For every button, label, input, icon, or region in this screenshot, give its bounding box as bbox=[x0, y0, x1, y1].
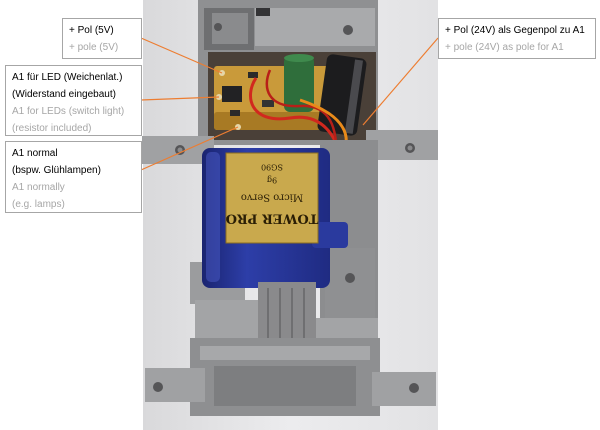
red-wire-2 bbox=[265, 69, 338, 161]
screw-hole-top-left bbox=[214, 23, 222, 31]
callout-pol-24v: + Pol (24V) als Gegenpol zu A1 + pole (2… bbox=[438, 18, 596, 59]
callout-a1-led-de-2: (Widerstand eingebaut) bbox=[12, 89, 116, 100]
callout-pol-24v-en: + pole (24V) as pole for A1 bbox=[445, 42, 564, 53]
smd-diode bbox=[262, 100, 274, 107]
top-mount-block bbox=[255, 8, 375, 46]
callout-a1-led-en-1: A1 for LEDs (switch light) bbox=[12, 106, 125, 117]
callout-a1-led-de-1: A1 für LED (Weichenlat.) bbox=[12, 72, 123, 83]
servo-label-model: Micro Servo bbox=[241, 192, 303, 203]
screw-hole-top-right bbox=[343, 25, 353, 35]
servo-gloss bbox=[206, 152, 220, 282]
callout-pol-5v: + Pol (5V) + pole (5V) bbox=[62, 18, 142, 59]
pcb bbox=[214, 54, 367, 136]
callout-a1-normal-en-2: (e.g. lamps) bbox=[12, 199, 65, 210]
ic-chip bbox=[222, 86, 242, 102]
leader-line-pol-5v bbox=[140, 37, 223, 74]
servo-label bbox=[225, 152, 319, 244]
lower-plate-right bbox=[316, 318, 378, 340]
callout-a1-normal-de-2: (bspw. Glühlampen) bbox=[12, 165, 101, 176]
bottom-right-screw-hole bbox=[409, 383, 419, 393]
callout-pol-24v-de: + Pol (24V) als Gegenpol zu A1 bbox=[445, 25, 585, 36]
servo-output-flange bbox=[312, 222, 348, 248]
servo: SG90 9g Micro Servo TOWER PRO bbox=[202, 148, 348, 288]
callout-pol-5v-en: + pole (5V) bbox=[69, 42, 119, 53]
servo-mount-screw bbox=[345, 273, 355, 283]
leader-line-pol-24v bbox=[362, 37, 439, 126]
servo-cable-exit bbox=[258, 282, 316, 344]
green-capacitor bbox=[284, 56, 314, 112]
callout-a1-led: A1 für LED (Weichenlat.) (Widerstand ein… bbox=[5, 65, 142, 136]
leader-line-a1-normal bbox=[140, 126, 239, 171]
bottom-right-wing bbox=[372, 372, 436, 406]
green-capacitor-top bbox=[284, 54, 314, 62]
cable-exit-body bbox=[258, 282, 316, 344]
servo-label-brand: TOWER PRO bbox=[226, 211, 319, 226]
bottom-mount bbox=[145, 338, 436, 416]
bottom-mount-rail bbox=[200, 346, 370, 360]
servo-label-code: SG90 bbox=[261, 163, 283, 172]
black-capacitor-stripe bbox=[344, 59, 363, 134]
callout-a1-normal-de-1: A1 normal bbox=[12, 148, 58, 159]
callout-a1-led-en-2: (resistor included) bbox=[12, 123, 92, 134]
callout-a1-normal-en-1: A1 normally bbox=[12, 182, 65, 193]
right-wing-screw-center bbox=[407, 145, 413, 151]
callout-pol-5v-de: + Pol (5V) bbox=[69, 25, 114, 36]
left-wing-screw-center bbox=[177, 147, 183, 153]
smd-resistor-1 bbox=[248, 72, 258, 78]
smd-resistor-2 bbox=[230, 110, 240, 116]
bottom-left-screw-hole bbox=[153, 382, 163, 392]
servo-label-weight: 9g bbox=[267, 176, 277, 185]
leader-line-a1-led bbox=[140, 96, 220, 101]
callout-a1-normal: A1 normal (bspw. Glühlampen) A1 normally… bbox=[5, 141, 142, 213]
bottom-mount-inner bbox=[214, 366, 356, 406]
top-mount-notch bbox=[256, 8, 270, 16]
lower-plate bbox=[195, 300, 258, 340]
